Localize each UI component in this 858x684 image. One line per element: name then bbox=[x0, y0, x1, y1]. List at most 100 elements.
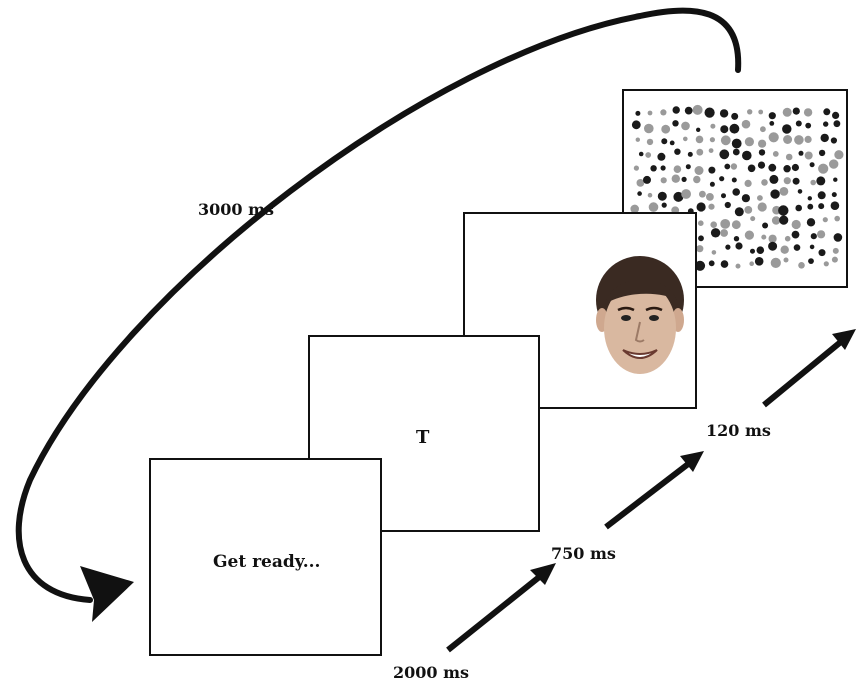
dot bbox=[834, 150, 844, 160]
dot bbox=[795, 204, 802, 212]
face-eye-left bbox=[621, 315, 631, 321]
dot bbox=[795, 120, 802, 127]
dot bbox=[768, 132, 779, 143]
dot bbox=[687, 151, 693, 157]
dot bbox=[733, 236, 740, 242]
dot bbox=[741, 194, 750, 203]
dot bbox=[758, 139, 767, 148]
dot bbox=[756, 246, 765, 254]
dot bbox=[823, 261, 829, 267]
dot bbox=[783, 177, 791, 185]
dot bbox=[731, 138, 742, 149]
dot bbox=[830, 201, 840, 210]
time-label-face: 120 ms bbox=[706, 421, 771, 440]
dot bbox=[708, 166, 716, 174]
dot bbox=[768, 163, 777, 172]
dot bbox=[804, 151, 813, 160]
dot bbox=[792, 177, 800, 185]
dot bbox=[769, 174, 779, 184]
dot bbox=[635, 110, 641, 116]
dot bbox=[660, 109, 667, 116]
dot bbox=[720, 125, 729, 134]
dot bbox=[754, 257, 764, 266]
dot bbox=[720, 260, 729, 268]
dot bbox=[747, 164, 756, 173]
dot bbox=[834, 215, 840, 222]
dot bbox=[721, 193, 726, 199]
dot bbox=[692, 104, 703, 115]
dot bbox=[747, 109, 753, 115]
dot bbox=[780, 245, 789, 254]
dot bbox=[647, 192, 653, 198]
dot bbox=[770, 189, 780, 199]
dot bbox=[762, 222, 769, 229]
dot bbox=[731, 177, 737, 183]
dot bbox=[710, 228, 721, 238]
face-fringe bbox=[605, 279, 677, 304]
dot bbox=[735, 263, 741, 269]
dot bbox=[735, 242, 743, 250]
loop-arrowhead bbox=[80, 566, 134, 622]
face-eye-right bbox=[649, 315, 659, 321]
dot bbox=[833, 233, 843, 242]
dot bbox=[742, 150, 752, 161]
dot bbox=[744, 179, 752, 187]
face-image bbox=[596, 256, 684, 374]
dot bbox=[806, 218, 816, 227]
dot bbox=[791, 230, 800, 239]
dot bbox=[805, 122, 812, 129]
face-nose bbox=[634, 321, 645, 343]
dot bbox=[831, 256, 838, 263]
dot bbox=[648, 202, 659, 212]
dot bbox=[681, 121, 690, 131]
dot bbox=[708, 260, 715, 267]
dot bbox=[725, 244, 731, 250]
dot bbox=[696, 202, 706, 212]
dot bbox=[744, 230, 754, 240]
dot bbox=[674, 148, 681, 155]
time-label-loop: 3000 ms bbox=[198, 200, 275, 219]
dot bbox=[794, 135, 804, 145]
dot bbox=[809, 244, 815, 250]
dot bbox=[779, 215, 789, 225]
dot bbox=[807, 203, 814, 210]
dot bbox=[831, 192, 837, 198]
dot bbox=[833, 120, 841, 128]
dot bbox=[803, 108, 813, 117]
dot bbox=[671, 174, 680, 183]
dot bbox=[630, 204, 639, 214]
dot bbox=[807, 196, 812, 201]
dot bbox=[792, 107, 800, 115]
dot bbox=[817, 191, 826, 200]
dot bbox=[772, 151, 779, 157]
dot bbox=[729, 123, 740, 134]
dot bbox=[681, 189, 691, 199]
dot bbox=[732, 188, 740, 196]
dot bbox=[760, 126, 766, 133]
dot bbox=[685, 164, 691, 170]
progress-arrowhead-3 bbox=[832, 329, 856, 350]
dot bbox=[708, 203, 715, 210]
dot bbox=[699, 190, 706, 198]
dot bbox=[730, 163, 738, 170]
frame-get-ready: Get ready... bbox=[149, 458, 382, 656]
dot bbox=[761, 179, 768, 186]
dot bbox=[635, 137, 640, 142]
dot bbox=[636, 179, 645, 187]
dot bbox=[783, 165, 791, 173]
dot bbox=[768, 241, 778, 251]
dot bbox=[644, 123, 654, 134]
dot bbox=[757, 202, 767, 212]
dot bbox=[731, 220, 741, 230]
dot bbox=[631, 120, 641, 130]
face-brows bbox=[617, 306, 663, 312]
dot bbox=[645, 152, 652, 158]
dot bbox=[818, 249, 826, 257]
face-smile bbox=[622, 349, 658, 359]
dot bbox=[779, 187, 789, 196]
dot bbox=[698, 235, 704, 242]
dot bbox=[683, 136, 688, 142]
dot bbox=[672, 106, 680, 114]
dot bbox=[681, 176, 687, 182]
